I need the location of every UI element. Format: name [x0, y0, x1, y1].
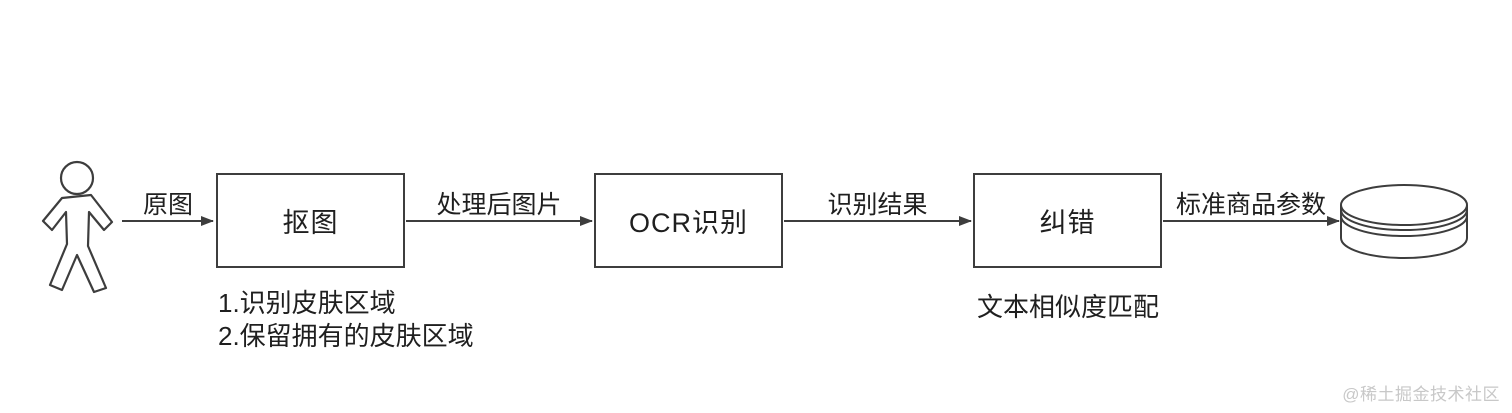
node-ocr-label: OCR识别: [629, 208, 748, 238]
database-icon-top: [1340, 184, 1468, 226]
database-icon-rim1: [1340, 209, 1468, 231]
watermark: @稀土掘金技术社区: [1342, 385, 1500, 404]
node-correction: 纠错: [973, 173, 1162, 268]
matting-note-line2: 2.保留拥有的皮肤区域: [218, 321, 474, 351]
matting-note: 1.识别皮肤区域 2.保留拥有的皮肤区域: [218, 287, 474, 353]
arrow-label-original-image: 原图: [142, 191, 193, 219]
node-matting: 抠图: [216, 173, 405, 268]
matting-note-line1: 1.识别皮肤区域: [218, 288, 396, 318]
correction-note: 文本相似度匹配: [976, 292, 1159, 322]
node-correction-label: 纠错: [1039, 208, 1096, 238]
user-icon-head: [59, 160, 95, 196]
node-ocr: OCR识别: [594, 173, 783, 268]
arrow-label-processed-image: 处理后图片: [436, 191, 562, 219]
arrow-label-standard-parameters: 标准商品参数: [1175, 191, 1326, 219]
node-matting-label: 抠图: [282, 208, 339, 238]
database-icon-rim2: [1340, 215, 1468, 237]
database-icon: [1340, 184, 1468, 259]
user-icon: [41, 160, 114, 294]
user-icon-body: [41, 193, 114, 294]
arrow-label-recognition-result: 识别结果: [827, 191, 928, 219]
